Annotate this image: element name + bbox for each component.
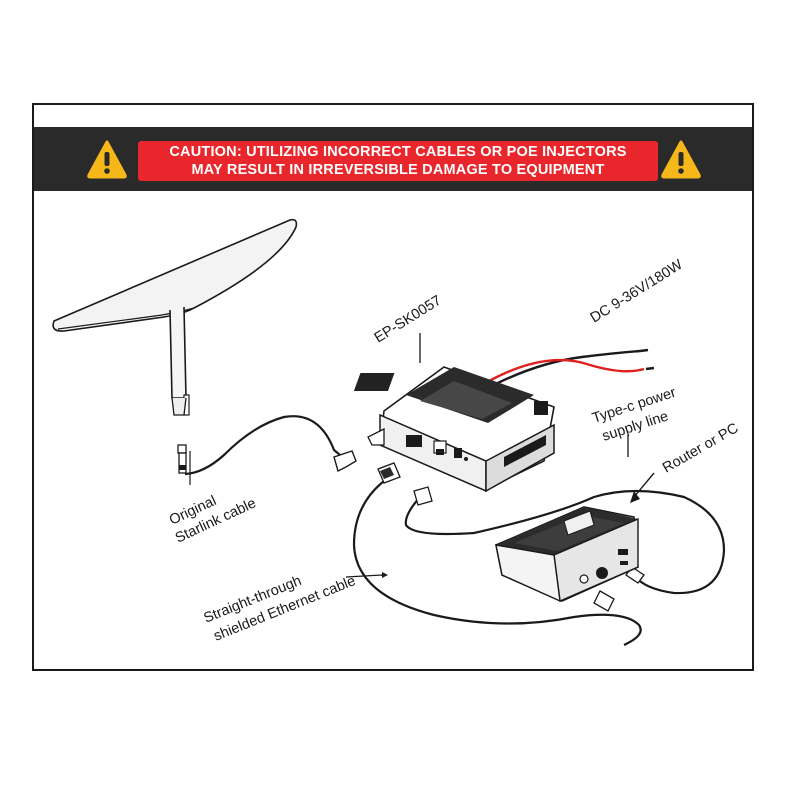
dc-input-label: DC 9-36V/180W	[588, 257, 686, 327]
dc-wire-tip	[639, 348, 649, 353]
model-label: EP-SK0057	[372, 293, 445, 347]
dc-negative-wire	[481, 349, 641, 393]
dc-positive-wire	[481, 358, 645, 387]
caution-banner: CAUTION: UTILIZING INCORRECT CABLES OR P…	[34, 127, 752, 191]
ethernet-plug-router	[593, 590, 615, 612]
starlink-cable	[184, 415, 347, 476]
dc-wire-tip	[645, 366, 655, 371]
diagram-frame: CAUTION: UTILIZING INCORRECT CABLES OR P…	[32, 103, 754, 671]
ethernet-plug-tip	[380, 467, 394, 479]
ethernet-cable	[352, 480, 642, 647]
router-label-arrow	[633, 472, 655, 498]
caution-line-1: CAUTION: UTILIZING INCORRECT CABLES OR P…	[169, 144, 627, 160]
ep-sk0057-device	[353, 366, 555, 493]
router-label: Router or PC	[660, 420, 741, 476]
caution-message: CAUTION: UTILIZING INCORRECT CABLES OR P…	[138, 141, 658, 181]
warning-icon	[87, 140, 127, 179]
router-illustration	[495, 506, 639, 603]
type-c-plug	[413, 486, 433, 506]
caution-line-2: MAY RESULT IN IRREVERSIBLE DAMAGE TO EQU…	[191, 162, 605, 178]
router-label-arrowhead	[630, 491, 640, 503]
ethernet-label-arrowhead	[382, 572, 388, 578]
warning-icon	[661, 140, 701, 179]
connection-diagram: EP-SK0057 DC 9-36V/180W Type-c power sup…	[52, 218, 741, 647]
starlink-dish-illustration	[52, 218, 298, 474]
starlink-cable-plug	[333, 450, 357, 473]
ethernet-label-arrow	[345, 574, 383, 578]
type-c-cable	[404, 489, 726, 595]
